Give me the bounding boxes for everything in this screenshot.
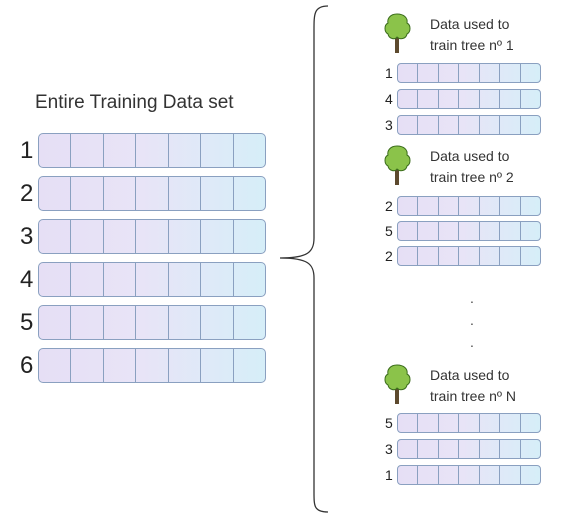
data-bar xyxy=(397,465,541,485)
data-bar xyxy=(397,246,541,266)
dataset-title: Entire Training Data set xyxy=(35,92,234,113)
sample-caption: Data used to train tree nº 2 xyxy=(430,148,514,185)
sample-row: 5 xyxy=(385,221,541,241)
row-number: 6 xyxy=(20,351,34,379)
dataset-row: 1 xyxy=(20,133,266,168)
dataset-row: 2 xyxy=(20,176,266,211)
ellipsis: . . . xyxy=(470,290,474,350)
row-number: 4 xyxy=(385,91,393,107)
data-bar xyxy=(38,305,266,340)
row-number: 5 xyxy=(385,415,393,431)
row-number: 2 xyxy=(20,179,34,207)
curly-brace xyxy=(279,5,329,513)
row-number: 5 xyxy=(20,308,34,336)
tree-icon xyxy=(384,145,411,185)
sample-row: 5 xyxy=(385,413,541,433)
row-number: 2 xyxy=(385,198,393,214)
sample-row: 3 xyxy=(385,115,541,135)
data-bar xyxy=(38,348,266,383)
row-number: 3 xyxy=(385,117,393,133)
data-bar xyxy=(397,115,541,135)
row-number: 1 xyxy=(385,467,393,483)
data-bar xyxy=(38,262,266,297)
row-number: 4 xyxy=(20,265,34,293)
data-bar xyxy=(397,89,541,109)
row-number: 1 xyxy=(385,65,393,81)
row-number: 2 xyxy=(385,248,393,264)
tree-icon xyxy=(384,13,411,53)
data-bar xyxy=(38,133,266,168)
dataset-row: 4 xyxy=(20,262,266,297)
data-bar xyxy=(397,63,541,83)
sample-row: 4 xyxy=(385,89,541,109)
sample-caption: Data used to train tree nº N xyxy=(430,367,517,404)
data-bar xyxy=(38,176,266,211)
data-bar xyxy=(397,439,541,459)
row-number: 3 xyxy=(20,222,34,250)
data-bar xyxy=(38,219,266,254)
dataset-row: 3 xyxy=(20,219,266,254)
sample-row: 3 xyxy=(385,439,541,459)
row-number: 5 xyxy=(385,223,393,239)
sample-row: 2 xyxy=(385,246,541,266)
row-number: 3 xyxy=(385,441,393,457)
dataset-row: 5 xyxy=(20,305,266,340)
sample-row: 2 xyxy=(385,196,541,216)
row-number: 1 xyxy=(20,136,34,164)
tree-icon xyxy=(384,364,411,404)
sample-row: 1 xyxy=(385,465,541,485)
sample-row: 1 xyxy=(385,63,541,83)
data-bar xyxy=(397,413,541,433)
data-bar xyxy=(397,196,541,216)
dataset-row: 6 xyxy=(20,348,266,383)
data-bar xyxy=(397,221,541,241)
sample-caption: Data used to train tree nº 1 xyxy=(430,16,514,53)
